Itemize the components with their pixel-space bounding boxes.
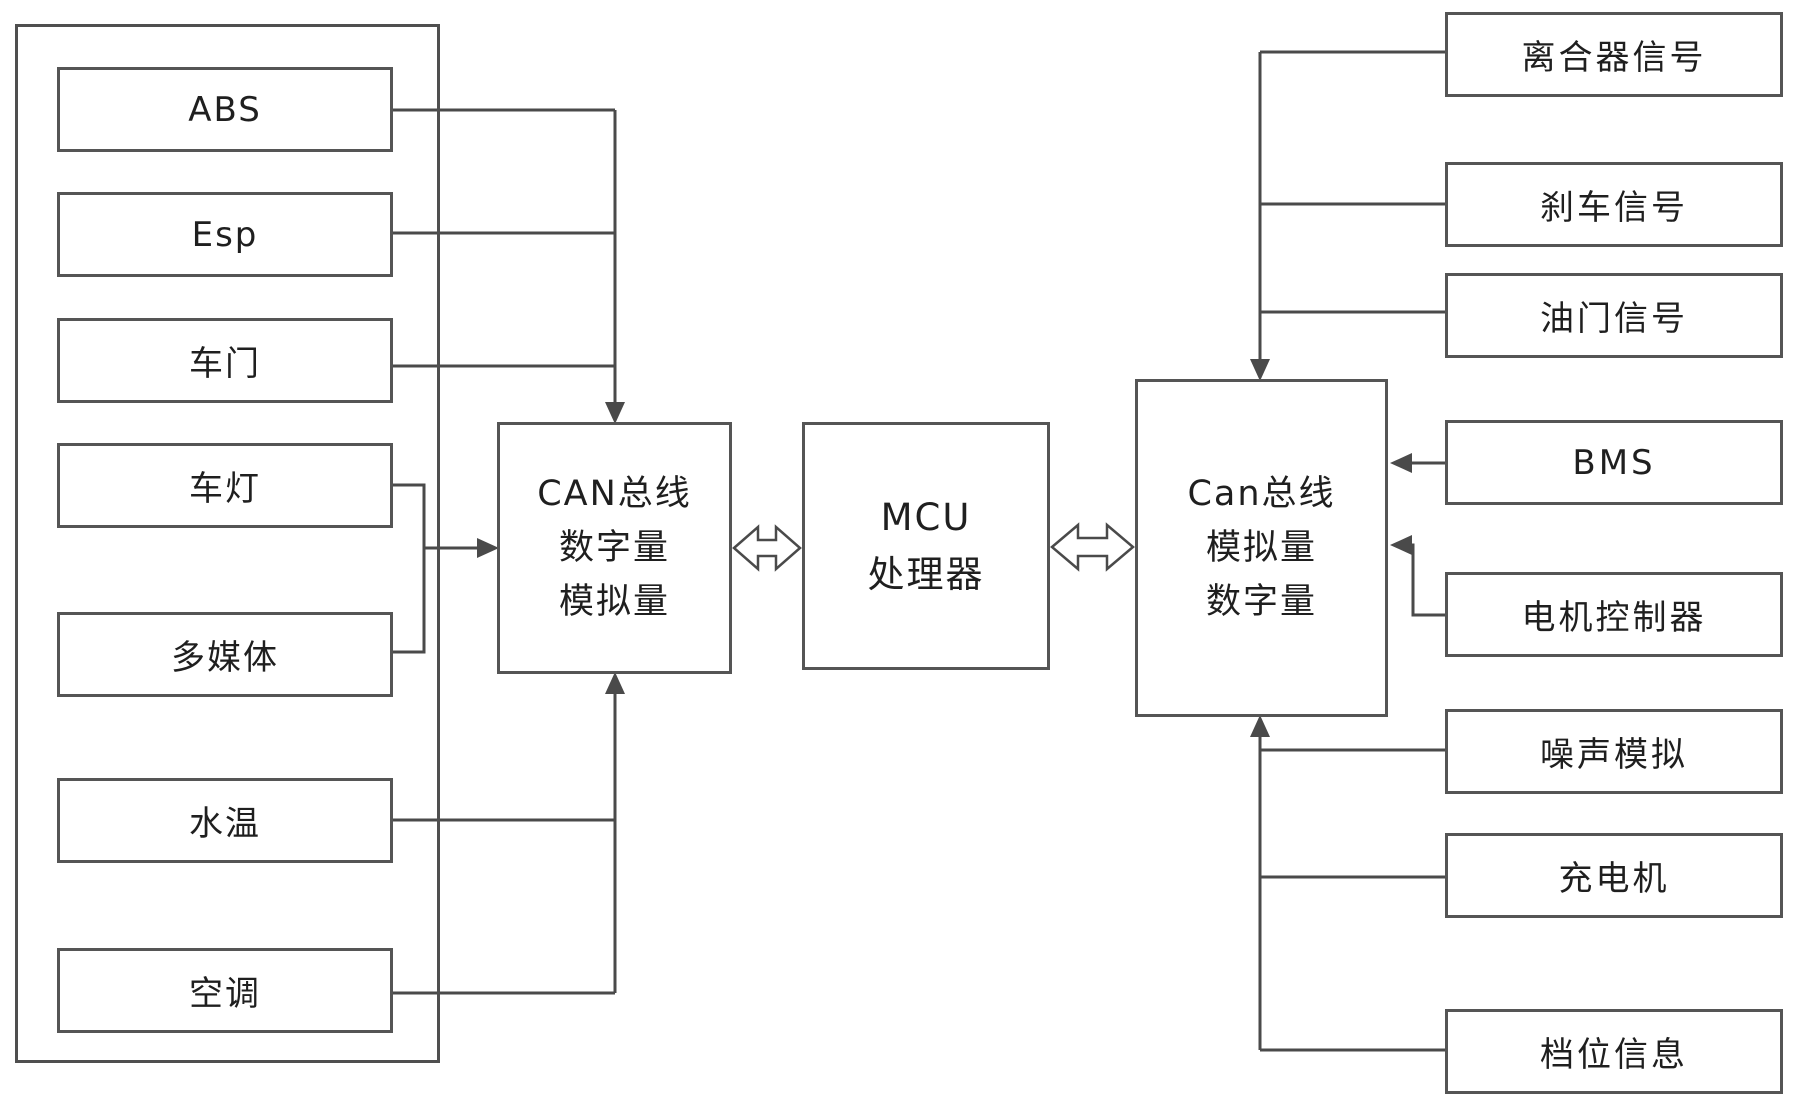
box-clutch-signal: 离合器信号	[1445, 12, 1783, 97]
arrowhead-can-left	[477, 538, 499, 558]
box-water-temp: 水温	[57, 778, 393, 863]
box-esp: Esp	[57, 192, 393, 277]
box-brake-signal-label: 刹车信号	[1540, 188, 1688, 228]
box-lamp: 车灯	[57, 443, 393, 528]
arrowhead-canr-top	[1250, 359, 1270, 381]
box-bms: BMS	[1445, 420, 1783, 505]
box-can-analog: Can总线 模拟量 数字量	[1135, 379, 1388, 717]
box-motor-controller-label: 电机控制器	[1521, 598, 1707, 638]
box-throttle-signal-label: 油门信号	[1540, 299, 1688, 339]
box-multimedia: 多媒体	[57, 612, 393, 697]
box-mcu: MCU 处理器	[802, 422, 1050, 670]
box-throttle-signal: 油门信号	[1445, 273, 1783, 358]
arrowhead-can-top	[605, 402, 625, 424]
box-abs-label: ABS	[188, 89, 262, 130]
box-door-label: 车门	[189, 344, 261, 384]
box-abs: ABS	[57, 67, 393, 152]
box-ac-label: 空调	[189, 974, 261, 1014]
box-ac: 空调	[57, 948, 393, 1033]
bidirectional-arrows	[732, 522, 1135, 572]
arrowhead-motor-controller	[1390, 535, 1412, 555]
box-clutch-signal-label: 离合器信号	[1521, 38, 1707, 78]
box-charger-label: 充电机	[1558, 859, 1670, 899]
box-door: 车门	[57, 318, 393, 403]
box-noise-sim: 噪声模拟	[1445, 709, 1783, 794]
box-can-analog-label: Can总线 模拟量 数字量	[1187, 473, 1336, 623]
box-esp-label: Esp	[191, 214, 259, 255]
box-lamp-label: 车灯	[189, 469, 261, 509]
box-gear-info-label: 档位信息	[1540, 1035, 1688, 1075]
arrowhead-bms	[1390, 453, 1412, 473]
box-can-digital-label: CAN总线 数字量 模拟量	[537, 473, 692, 623]
arrowhead-canr-bottom	[1250, 715, 1270, 737]
box-noise-sim-label: 噪声模拟	[1540, 735, 1688, 775]
box-charger: 充电机	[1445, 833, 1783, 918]
arrowheads	[477, 359, 1412, 737]
box-motor-controller: 电机控制器	[1445, 572, 1783, 657]
double-arrow-can-mcu	[732, 524, 802, 572]
double-arrow-mcu-can	[1050, 522, 1135, 572]
box-mcu-label: MCU 处理器	[867, 495, 985, 596]
box-bms-label: BMS	[1572, 442, 1656, 483]
box-multimedia-label: 多媒体	[171, 638, 279, 678]
box-brake-signal: 刹车信号	[1445, 162, 1783, 247]
box-can-digital: CAN总线 数字量 模拟量	[497, 422, 732, 674]
arrowhead-can-bottom	[605, 672, 625, 694]
left-subsystem-container	[15, 24, 440, 1063]
connector-motor-controller	[1396, 543, 1445, 617]
box-gear-info: 档位信息	[1445, 1009, 1783, 1094]
box-water-temp-label: 水温	[189, 804, 261, 844]
bracket-lamp-multimedia	[393, 483, 426, 654]
